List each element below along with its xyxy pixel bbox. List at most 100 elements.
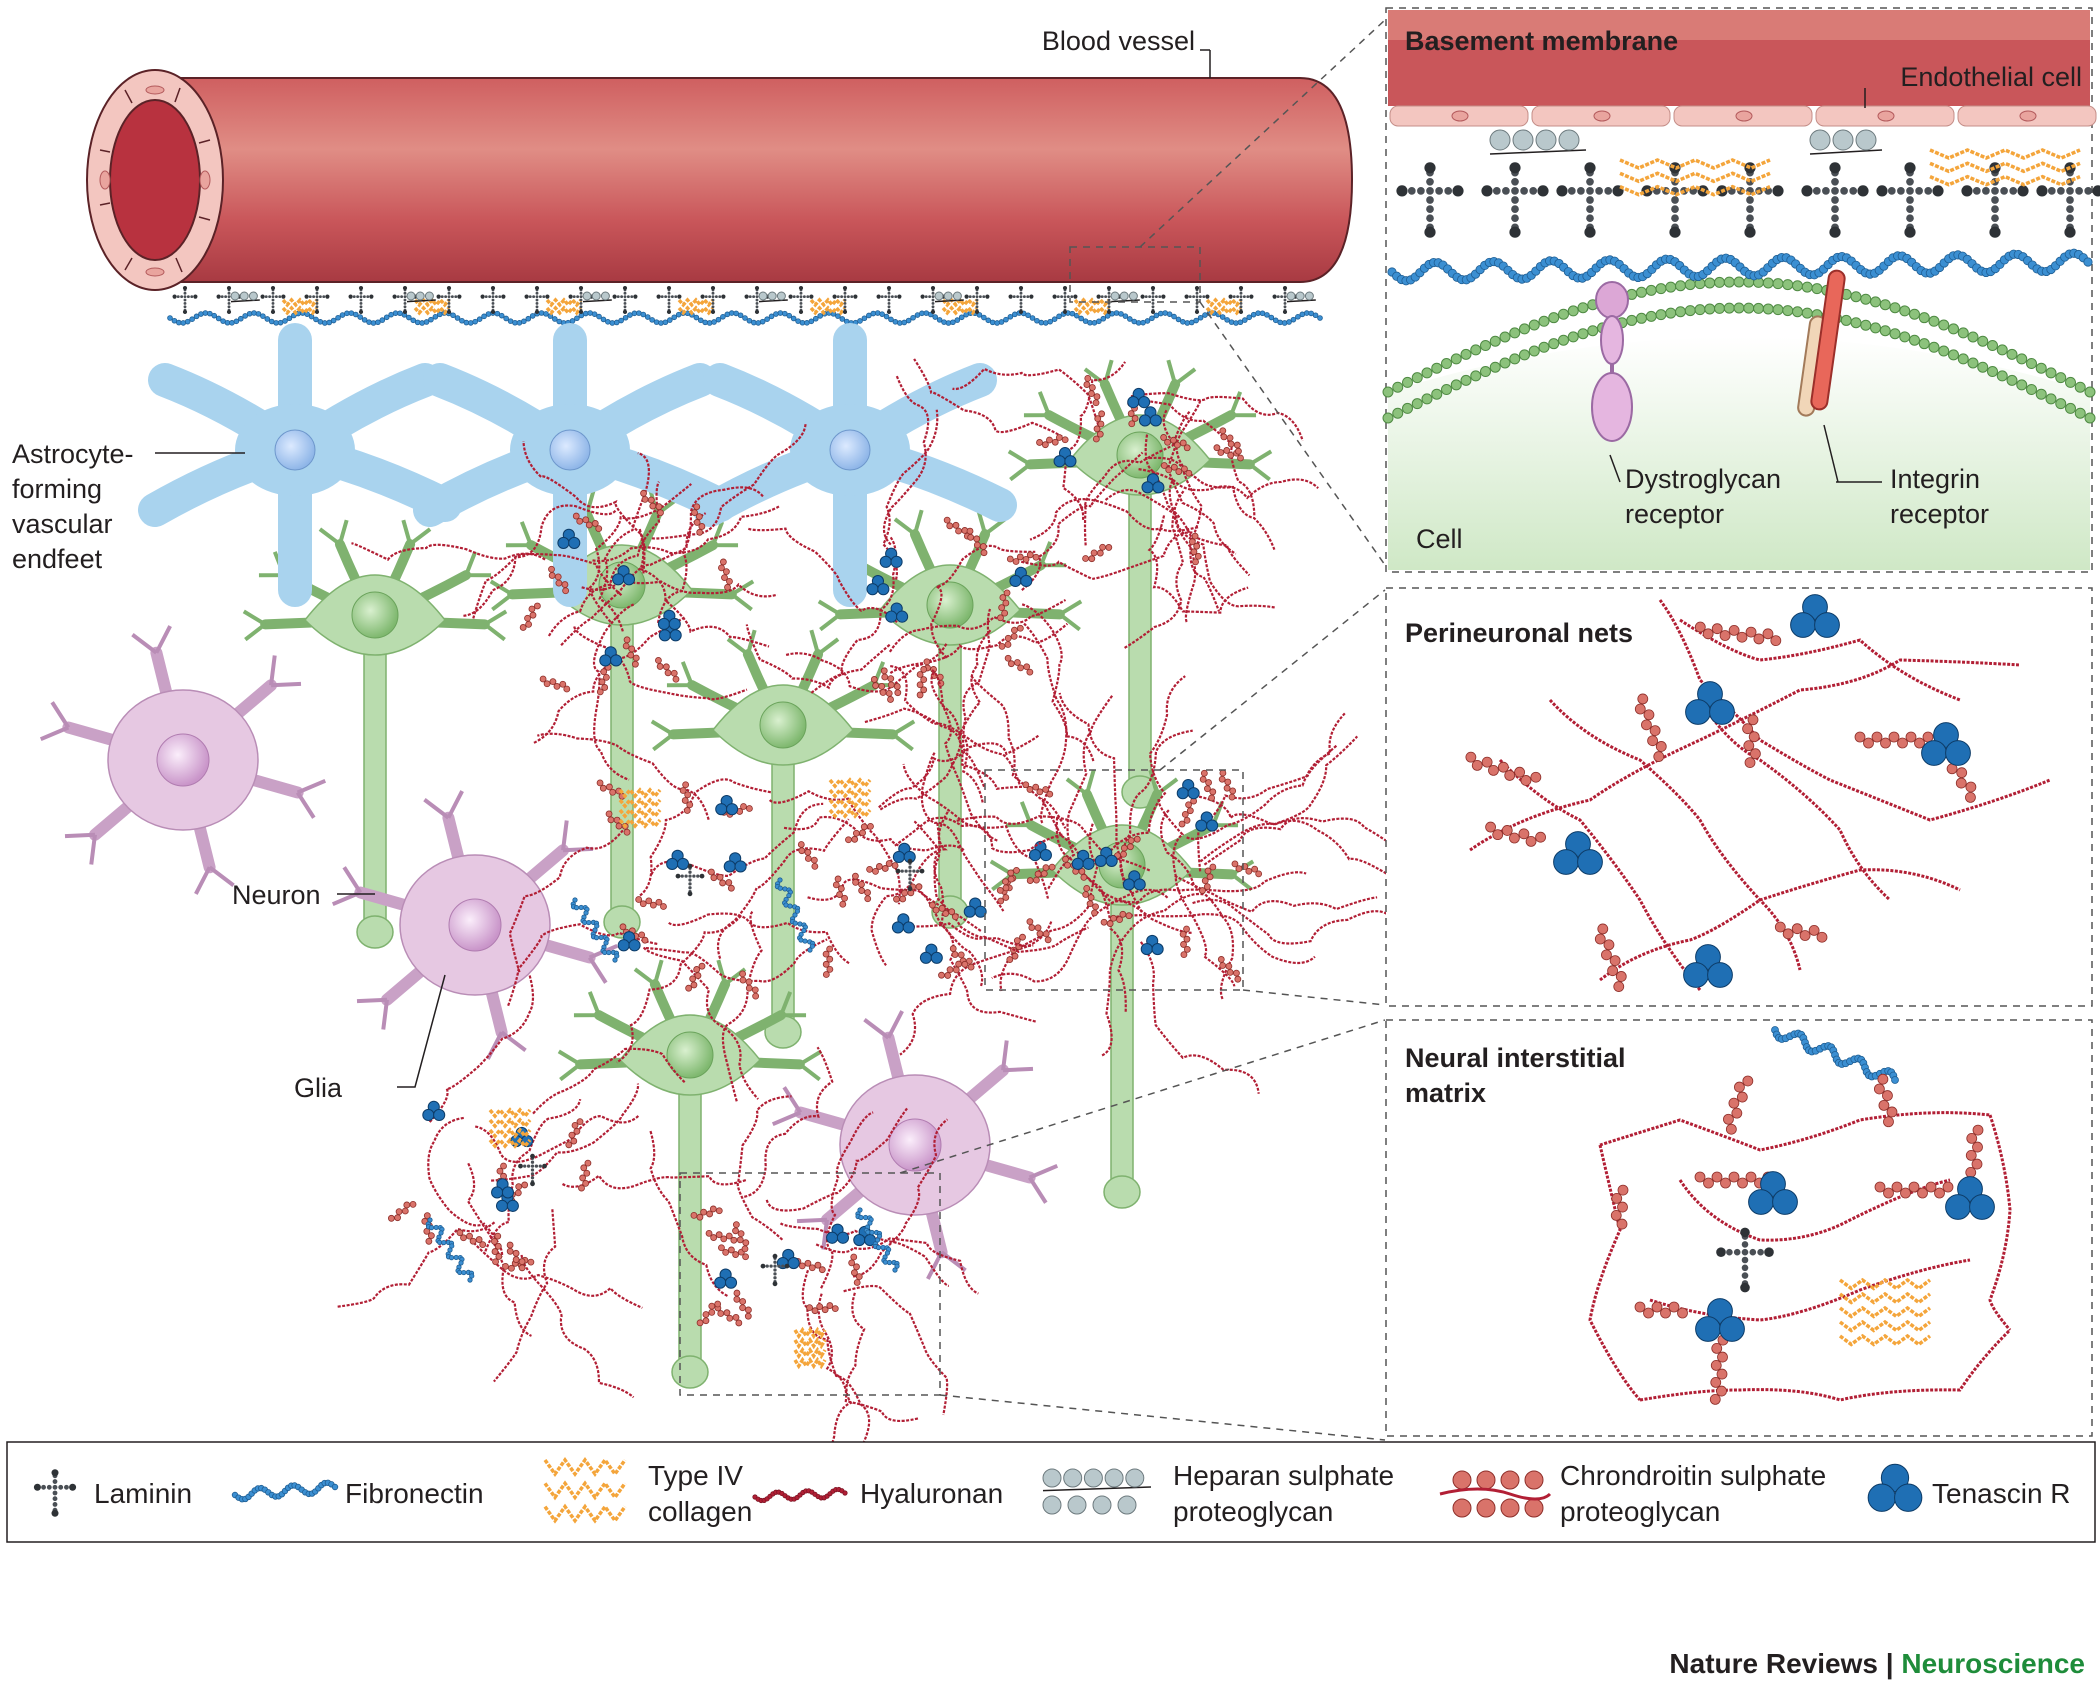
hyaluronan	[1649, 1258, 1971, 1322]
hyaluronan	[1588, 1144, 1642, 1401]
chondroitin-sulphate-proteoglycan	[916, 666, 928, 699]
chondroitin-sulphate-proteoglycan	[1439, 1470, 1552, 1518]
heparan-sulphate-proteoglycan	[582, 291, 612, 303]
hyaluronan	[920, 751, 1005, 912]
hyaluronan	[1040, 797, 1192, 934]
astrocyte-1	[138, 323, 462, 607]
hyaluronan	[930, 544, 1036, 659]
hyaluronan	[843, 1284, 949, 1416]
hyaluronan	[1109, 675, 1186, 852]
chondroitin-sulphate-proteoglycan	[1179, 925, 1191, 959]
hyaluronan	[957, 629, 992, 804]
hyaluronan	[649, 1130, 728, 1297]
laminin	[1228, 285, 1254, 315]
laminin	[480, 285, 506, 315]
dystroglycan-label-line-2: receptor	[1625, 499, 1724, 529]
perineuronal-net	[745, 374, 1193, 829]
chondroitin-sulphate-proteoglycan	[1213, 444, 1244, 462]
chondroitin-sulphate-proteoglycan	[1217, 956, 1242, 983]
hyaluronan	[913, 358, 1067, 440]
legend-laminin: Laminin	[94, 1478, 192, 1509]
glia-label: Glia	[294, 1073, 343, 1103]
neuron-7	[557, 959, 823, 1389]
chondroitin-sulphate-proteoglycan	[1634, 693, 1667, 762]
laminin	[700, 285, 726, 315]
chondroitin-sulphate-proteoglycan	[506, 1241, 526, 1272]
text-labels: Blood vessel Astrocyte- forming vascular…	[12, 26, 2085, 1679]
tenascin-r	[714, 1268, 738, 1289]
hyaluronan	[461, 504, 617, 617]
hyaluronan	[801, 1269, 871, 1443]
type-iv-collagen	[793, 1326, 827, 1370]
chondroitin-sulphate-proteoglycan	[732, 1221, 750, 1253]
hyaluronan	[820, 1111, 874, 1289]
fibronectin	[1771, 1026, 1899, 1084]
chondroitin-sulphate-proteoglycan	[718, 1244, 749, 1261]
tenascin-r	[1122, 870, 1146, 891]
hyaluronan	[1199, 819, 1390, 876]
chondroitin-sulphate-proteoglycan	[880, 667, 902, 697]
laminin	[216, 285, 242, 315]
astrocyte-label-line-3: vascular	[12, 509, 113, 539]
hyaluronan	[532, 1047, 687, 1115]
tenascin-r	[1127, 387, 1151, 409]
tenascin-r	[1094, 846, 1118, 867]
basement-membrane-panel	[1382, 7, 2100, 573]
tenascin-r	[557, 528, 581, 550]
hyaluronan	[1130, 392, 1304, 442]
type-iv-collagen	[809, 297, 847, 316]
chondroitin-sulphate-proteoglycan	[1100, 910, 1133, 927]
perineuronal-nets-layer	[337, 358, 1401, 1469]
chondroitin-sulphate-proteoglycan	[1082, 543, 1113, 563]
neuron-label: Neuron	[232, 880, 321, 910]
hyaluronan	[1988, 1114, 2012, 1331]
hyaluronan	[878, 734, 1040, 809]
hyaluronan	[747, 527, 898, 623]
hyaluronan	[427, 1116, 504, 1258]
hyaluronan	[337, 1221, 496, 1308]
chondroitin-sulphate-proteoglycan	[1465, 751, 1542, 786]
hyaluronan	[919, 890, 1037, 1023]
hyaluronan	[882, 374, 930, 546]
laminin	[1272, 285, 1298, 315]
dystroglycan-receptor	[1591, 281, 1633, 442]
laminin	[920, 285, 946, 315]
chondroitin-sulphate-proteoglycan	[1231, 860, 1263, 878]
chondroitin-sulphate-proteoglycan	[491, 1232, 503, 1266]
chondroitin-sulphate-proteoglycan	[845, 822, 874, 844]
journal-separator: |	[1878, 1648, 1901, 1679]
neuron-4	[817, 509, 1083, 929]
heparan-sulphate-proteoglycan	[1809, 129, 1883, 155]
chondroitin-sulphate-proteoglycan	[548, 565, 570, 595]
chondroitin-sulphate-proteoglycan	[691, 503, 706, 536]
heparan-sulphate-proteoglycan	[1489, 129, 1587, 155]
heparan-sulphate-proteoglycan	[230, 291, 260, 303]
chondroitin-sulphate-proteoglycan	[1004, 654, 1034, 676]
zoom-guides	[679, 19, 1386, 1441]
hyaluronan	[1469, 658, 2021, 852]
chondroitin-sulphate-proteoglycan	[696, 1300, 722, 1327]
laminin	[1396, 162, 1464, 238]
hyaluronan	[466, 1162, 532, 1337]
hyaluronan	[1174, 874, 1378, 914]
chondroitin-sulphate-proteoglycan	[1026, 918, 1052, 944]
cell-label: Cell	[1416, 524, 1463, 554]
tenascin-r	[1790, 594, 1840, 638]
tenascin-r	[1071, 849, 1095, 870]
chondroitin-sulphate-proteoglycan	[1634, 1301, 1688, 1319]
perineuronal-nets-panel	[1385, 587, 2093, 1007]
hyaluronan	[474, 1114, 640, 1163]
chondroitin-sulphate-proteoglycan	[1188, 532, 1202, 566]
tenascin-r	[1141, 473, 1165, 494]
heparan-sulphate-proteoglycan	[934, 291, 964, 303]
hyaluronan	[1101, 892, 1204, 1057]
tenascin-r	[612, 565, 636, 586]
perineuronal-net	[649, 1046, 979, 1469]
hyaluronan	[1116, 913, 1316, 965]
hyaluronan	[852, 1118, 949, 1278]
hyaluronan	[520, 1254, 635, 1399]
hyaluronan	[815, 1237, 979, 1295]
endothelial-cells	[99, 87, 211, 273]
chondroitin-sulphate-proteoglycan	[635, 896, 667, 910]
hyaluronan	[911, 922, 1089, 953]
